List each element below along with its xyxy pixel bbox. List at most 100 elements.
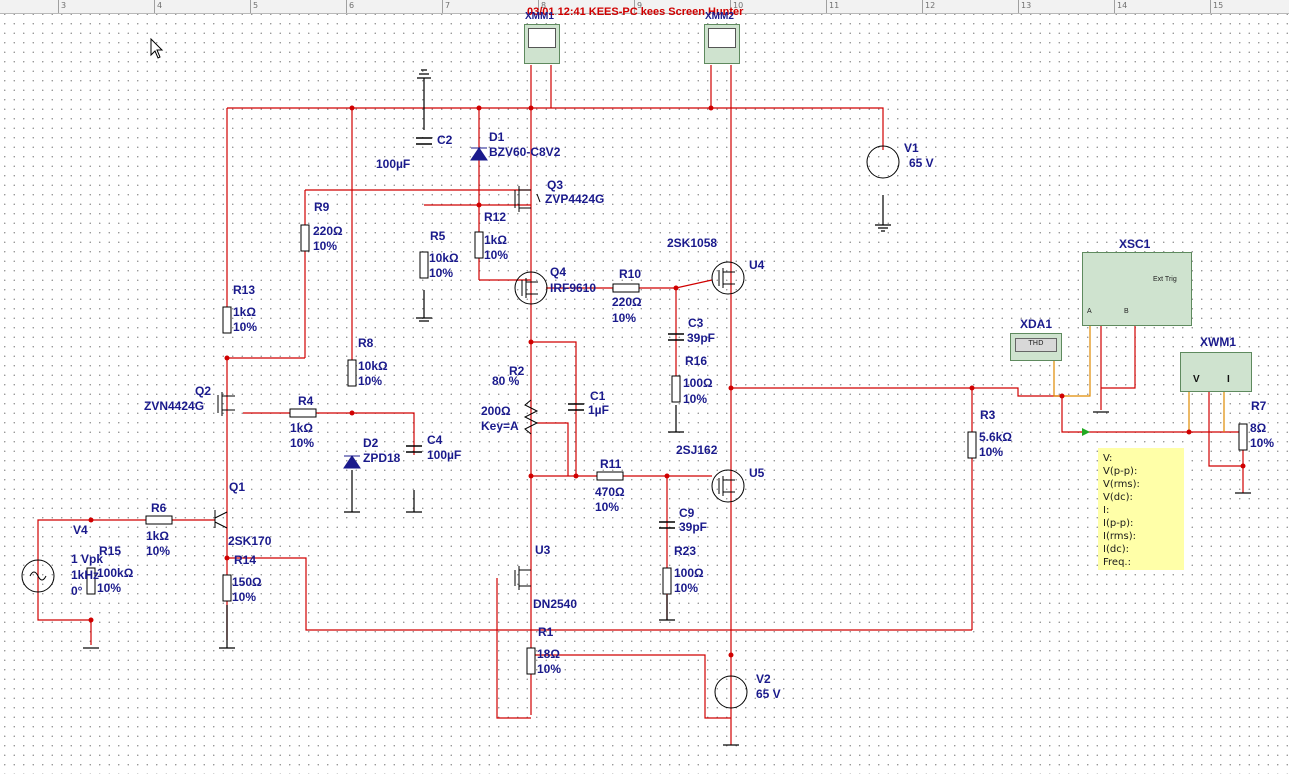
c9-ref: C9 (679, 506, 695, 520)
ground-r5 (416, 290, 432, 322)
r12-ref: R12 (484, 210, 507, 224)
r7-value: 8Ω (1250, 421, 1267, 435)
wire-output (731, 387, 1062, 397)
r8-ref: R8 (358, 336, 374, 350)
r6-body (145, 515, 173, 525)
v2-circle (714, 675, 748, 709)
ruler-tick (58, 0, 59, 13)
xmm2-meter[interactable] (704, 24, 740, 64)
xsc1-channel-b: B (1124, 308, 1129, 315)
xwm1-i-terminal: I (1227, 374, 1230, 385)
r10-value: 220Ω (612, 295, 642, 309)
xsc1-channel-a: A (1087, 308, 1092, 315)
ruler-label: 11 (829, 1, 840, 10)
ruler-tick (730, 0, 731, 13)
r14-tol: 10% (232, 590, 257, 604)
r8-body (347, 359, 357, 387)
r1-body (526, 647, 536, 675)
q2-symbol (217, 392, 235, 416)
u3-ref: U3 (535, 543, 551, 557)
ruler-label: 3 (61, 1, 67, 10)
c2-value: 100µF (376, 157, 411, 171)
ruler-tick (634, 0, 635, 13)
q2-ref: Q2 (195, 384, 212, 398)
diode-group (343, 147, 488, 469)
ruler-tick (1018, 0, 1019, 13)
v4-circle (21, 559, 55, 593)
u5-circle (711, 469, 745, 503)
d1-ref: D1 (489, 130, 505, 144)
probe-reading: I(dc): (1103, 544, 1129, 555)
r5-body (419, 251, 429, 279)
c9-value: 39pF (679, 520, 708, 534)
r7-body (1238, 423, 1248, 451)
ground-group (83, 69, 1251, 746)
r7-ref: R7 (1251, 399, 1267, 413)
xmm1-meter[interactable] (524, 24, 560, 64)
meter-face-icon (528, 28, 556, 48)
r4-body (289, 408, 317, 418)
ground-r14 (219, 605, 235, 649)
q2-value: ZVN4424G (144, 399, 205, 413)
r13-ref: R13 (233, 283, 256, 297)
r5-ref: R5 (430, 229, 446, 243)
probe-reading: V(rms): (1103, 479, 1140, 490)
q1-symbol (214, 510, 228, 529)
wire-load (1061, 396, 1243, 433)
c3-value: 39pF (687, 331, 716, 345)
q1-ref: Q1 (229, 480, 246, 494)
r23-value: 100Ω (674, 566, 704, 580)
v1-value: 65 V (909, 156, 934, 170)
r9-value: 220Ω (313, 224, 343, 238)
r11-body (596, 471, 624, 481)
r2-key: Key=A (481, 419, 519, 433)
r7-tol: 10% (1250, 436, 1275, 450)
measurement-probe-panel[interactable]: V:V(p-p):V(rms):V(dc):I:I(p-p):I(rms):I(… (1098, 448, 1184, 570)
r12-tol: 10% (484, 248, 509, 262)
r23-tol: 10% (674, 581, 699, 595)
transistor-group (214, 186, 745, 590)
xda1-label: XDA1 (1020, 317, 1053, 331)
xsc1-oscilloscope[interactable] (1082, 252, 1192, 326)
q4-inner (521, 278, 538, 298)
xwm1-v-terminal: V (1193, 374, 1200, 385)
wire-v4-loop (37, 519, 92, 645)
d1-triangle (470, 147, 488, 161)
xda1-analyzer[interactable]: THD (1010, 333, 1062, 361)
c4-ref: C4 (427, 433, 443, 447)
r4-value: 1kΩ (290, 421, 313, 435)
r2-ref: R2 (509, 364, 525, 378)
r9-tol: 10% (313, 239, 338, 253)
v2-value: 65 V (756, 687, 781, 701)
r10-body (612, 283, 640, 293)
resistor-group (86, 224, 1248, 675)
r14-ref: R14 (234, 553, 257, 567)
r1-tol: 10% (537, 662, 562, 676)
r5-value: 10kΩ (429, 251, 459, 265)
ground-v1 (875, 195, 891, 232)
source-group (21, 145, 900, 709)
r16-ref: R16 (685, 354, 708, 368)
ruler-label: 8 (541, 1, 547, 10)
ruler-tick (1114, 0, 1115, 13)
wire-group (37, 65, 1244, 745)
ground-r16 (668, 405, 684, 433)
ground-d2 (344, 470, 360, 513)
c2-ref: C2 (437, 133, 453, 147)
c9-plates (659, 521, 675, 529)
q1-value: 2SK170 (228, 534, 272, 548)
xwm1-wattmeter[interactable] (1180, 352, 1252, 392)
window-title: 03/01 12:41 KEES-PC kees Screen Hunter (527, 6, 744, 18)
wire-xsc-b (1101, 320, 1136, 389)
r9-body (300, 224, 310, 252)
r5-tol: 10% (429, 266, 454, 280)
r4-tol: 10% (290, 436, 315, 450)
v2-ref: V2 (756, 672, 771, 686)
r23-ref: R23 (674, 544, 697, 558)
q4-value: IRF9610 (550, 281, 597, 295)
ruler-tick (1210, 0, 1211, 13)
r15-tol: 10% (97, 581, 122, 595)
scope-wires (1053, 318, 1225, 432)
